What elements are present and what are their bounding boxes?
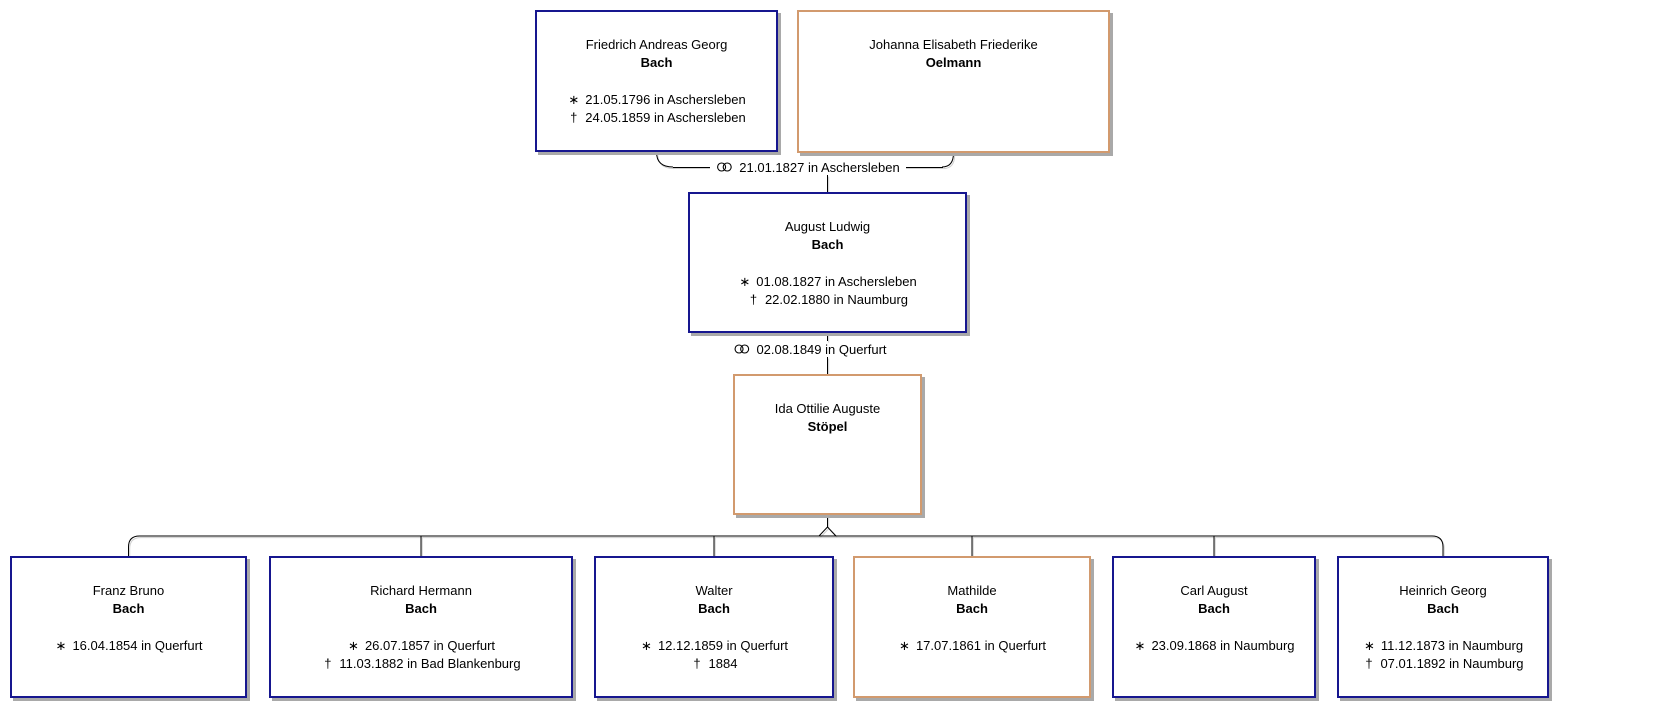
person-box-mathilde-bach[interactable]: Mathilde Bach ∗17.07.1861 in Querfurt: [853, 556, 1091, 698]
person-box-friedrich-bach[interactable]: Friedrich Andreas Georg Bach ∗21.05.1796…: [535, 10, 778, 152]
died-icon: †: [1365, 656, 1373, 671]
death-line: †07.01.1892 in Naumburg: [1339, 655, 1547, 673]
person-surname: Bach: [1427, 601, 1459, 616]
person-given-name: Ida Ottilie Auguste: [774, 401, 881, 416]
person-box-heinrich-bach[interactable]: Heinrich Georg Bach ∗11.12.1873 in Naumb…: [1337, 556, 1549, 698]
born-icon: ∗: [899, 638, 910, 653]
born-icon: ∗: [568, 92, 580, 107]
marriage-date-place: 21.01.1827 in Aschersleben: [739, 159, 900, 175]
birth-line: ∗23.09.1868 in Naumburg: [1134, 638, 1295, 653]
marriage-date-place: 02.08.1849 in Querfurt: [756, 341, 887, 357]
person-box-carl-bach[interactable]: Carl August Bach ∗23.09.1868 in Naumburg: [1112, 556, 1316, 698]
born-icon: ∗: [641, 638, 652, 653]
person-surname: Stöpel: [807, 419, 848, 434]
marriage-icon: [734, 344, 750, 354]
died-icon: †: [749, 292, 758, 307]
death-line: †24.05.1859 in Aschersleben: [537, 109, 776, 127]
died-icon: †: [324, 656, 332, 671]
person-surname: Bach: [405, 601, 437, 616]
person-surname: Bach: [640, 55, 673, 70]
person-surname: Bach: [1198, 601, 1230, 616]
marriage-icon: [717, 162, 733, 172]
person-box-ida-stoepel[interactable]: Ida Ottilie Auguste Stöpel: [733, 374, 922, 515]
person-surname: Bach: [112, 601, 145, 616]
person-box-johanna-oelmann[interactable]: Johanna Elisabeth Friederike Oelmann: [797, 10, 1110, 153]
person-given-name: Heinrich Georg: [1399, 583, 1487, 598]
died-icon: †: [570, 110, 578, 125]
birth-line: ∗11.12.1873 in Naumburg: [1363, 638, 1524, 653]
birth-line: ∗01.08.1827 in Aschersleben: [739, 274, 917, 289]
person-surname: Bach: [956, 601, 988, 616]
marriage-line-dash: [673, 166, 711, 168]
person-given-name: Friedrich Andreas Georg: [585, 37, 728, 52]
born-icon: ∗: [739, 274, 751, 289]
marriage-line-dash: [905, 166, 943, 168]
person-given-name: Mathilde: [947, 583, 997, 598]
birth-line: ∗17.07.1861 in Querfurt: [899, 638, 1047, 653]
person-given-name: Walter: [695, 583, 733, 598]
person-box-franz-bach[interactable]: Franz Bruno Bach ∗16.04.1854 in Querfurt: [10, 556, 247, 698]
born-icon: ∗: [348, 638, 359, 653]
death-line: †11.03.1882 in Bad Blankenburg: [271, 655, 571, 673]
person-given-name: August Ludwig: [784, 219, 871, 234]
person-given-name: Johanna Elisabeth Friederike: [869, 37, 1038, 52]
person-box-richard-bach[interactable]: Richard Hermann Bach ∗26.07.1857 in Quer…: [269, 556, 573, 698]
person-box-august-bach[interactable]: August Ludwig Bach ∗01.08.1827 in Ascher…: [688, 192, 967, 333]
born-icon: ∗: [55, 638, 67, 653]
death-line: †22.02.1880 in Naumburg: [690, 291, 965, 309]
person-surname: Oelmann: [925, 55, 982, 70]
birth-line: ∗21.05.1796 in Aschersleben: [568, 92, 746, 107]
death-line: †1884: [596, 655, 832, 673]
born-icon: ∗: [1134, 638, 1146, 653]
person-box-walter-bach[interactable]: Walter Bach ∗12.12.1859 in Querfurt †188…: [594, 556, 834, 698]
person-surname: Bach: [698, 601, 730, 616]
birth-line: ∗12.12.1859 in Querfurt: [641, 638, 789, 653]
person-given-name: Franz Bruno: [92, 583, 165, 598]
died-icon: †: [693, 656, 701, 671]
marriage-row-1: 21.01.1827 in Aschersleben: [673, 159, 943, 175]
birth-line: ∗16.04.1854 in Querfurt: [55, 638, 203, 653]
birth-line: ∗26.07.1857 in Querfurt: [348, 638, 496, 653]
born-icon: ∗: [1363, 638, 1375, 653]
person-given-name: Richard Hermann: [370, 583, 472, 598]
marriage-row-2: 02.08.1849 in Querfurt: [733, 341, 887, 357]
person-given-name: Carl August: [1180, 583, 1248, 598]
person-surname: Bach: [811, 237, 844, 252]
